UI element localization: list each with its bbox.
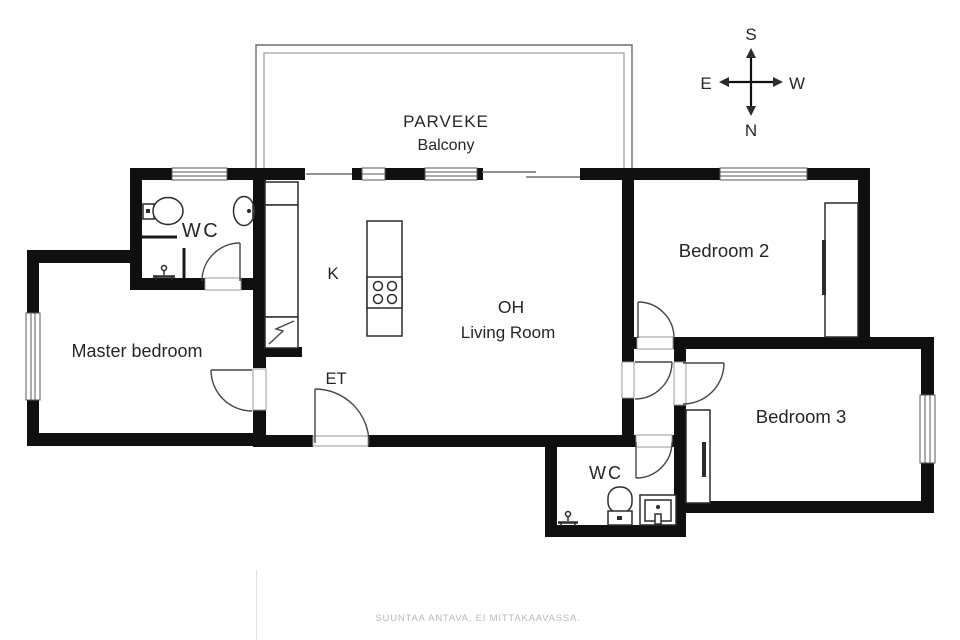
fixtures: [142, 181, 859, 526]
kitchen-island: [366, 220, 403, 337]
wall: [673, 337, 934, 349]
door-bedroom-3: [682, 362, 725, 405]
wall: [622, 337, 637, 349]
doors: [201, 242, 725, 479]
compass-south: S: [745, 25, 756, 44]
wall: [622, 168, 634, 362]
window: [424, 167, 478, 181]
door-wc-bottom: [635, 441, 673, 479]
window: [361, 167, 386, 181]
drain-icon: [153, 264, 175, 280]
windows: [25, 167, 936, 464]
wall: [674, 501, 934, 513]
compass-arrow-right: [773, 77, 783, 87]
wall: [634, 168, 720, 180]
compass-arrow-left: [719, 77, 729, 87]
wall: [545, 435, 557, 537]
wall: [807, 168, 870, 180]
wall: [253, 347, 302, 357]
compass-arrow-up: [746, 48, 756, 58]
compass-west: W: [789, 74, 805, 93]
door-sill: [621, 361, 635, 399]
toilet-icon: [607, 486, 633, 526]
toilet-icon: [142, 196, 184, 226]
door-entry: [314, 388, 370, 444]
wall: [622, 398, 634, 447]
label-balcony-en: Balcony: [418, 137, 475, 154]
wall: [385, 168, 425, 180]
label-kitchen: K: [327, 264, 339, 283]
walls: [27, 168, 934, 537]
wall: [253, 435, 313, 447]
label-living-fi: OH: [498, 297, 524, 317]
wall: [921, 463, 934, 513]
label-entry: ET: [325, 370, 346, 388]
window: [919, 394, 936, 464]
door-hallway: [634, 361, 673, 400]
wall: [130, 170, 142, 290]
sink-icon: [232, 195, 256, 227]
wall: [545, 525, 686, 537]
stove-icon: [366, 276, 403, 309]
label-living-en: Living Room: [461, 323, 556, 342]
compass-north: N: [745, 121, 757, 140]
window: [25, 312, 41, 401]
kitchen-cabinets: [264, 181, 299, 349]
wall: [368, 435, 557, 447]
door-sill: [636, 336, 674, 350]
wardrobe-bedroom-3: [685, 409, 711, 504]
compass-arrow-down: [746, 106, 756, 116]
door-sill: [312, 435, 369, 447]
wall: [921, 337, 934, 395]
door-sill: [204, 277, 242, 291]
label-wc-top: WC: [182, 220, 220, 242]
wall: [27, 250, 142, 263]
footer-disclaimer: SUUNTAA ANTAVA, EI MITTAKAAVASSA.: [375, 613, 580, 624]
label-balcony-fi: PARVEKE: [403, 112, 489, 131]
balcony-outline: [255, 44, 633, 173]
label-wc-bottom: WC: [589, 463, 623, 483]
wall: [253, 168, 266, 368]
wall: [477, 168, 483, 180]
wall: [27, 250, 39, 320]
wall: [130, 168, 172, 180]
wall: [672, 435, 686, 447]
door-sill: [252, 368, 267, 411]
compass: S N E W: [700, 25, 805, 140]
wall: [580, 168, 634, 180]
window: [719, 167, 808, 181]
door-wc-top: [201, 242, 241, 282]
label-bedroom-2: Bedroom 2: [679, 240, 770, 261]
wall: [352, 168, 362, 180]
door-sill: [673, 361, 687, 406]
wall: [27, 433, 264, 446]
door-master-bedroom: [210, 369, 253, 412]
compass-east: E: [700, 74, 711, 93]
label-master-bedroom: Master bedroom: [71, 341, 202, 361]
wall: [130, 278, 205, 290]
sink-icon: [639, 494, 677, 526]
room-labels: PARVEKE Balcony WC K OH Living Room ET M…: [71, 112, 846, 483]
wardrobe-bedroom-2: [822, 202, 859, 338]
door-bedroom-2: [637, 301, 675, 339]
wall: [674, 349, 686, 362]
door-sill: [635, 434, 673, 448]
label-bedroom-3: Bedroom 3: [756, 406, 847, 427]
footer: SUUNTAA ANTAVA, EI MITTAKAAVASSA.: [256, 570, 580, 640]
drain-icon: [558, 510, 578, 526]
wall: [858, 168, 870, 349]
wall: [545, 435, 636, 447]
door-sills: [204, 277, 687, 448]
window: [171, 167, 228, 181]
